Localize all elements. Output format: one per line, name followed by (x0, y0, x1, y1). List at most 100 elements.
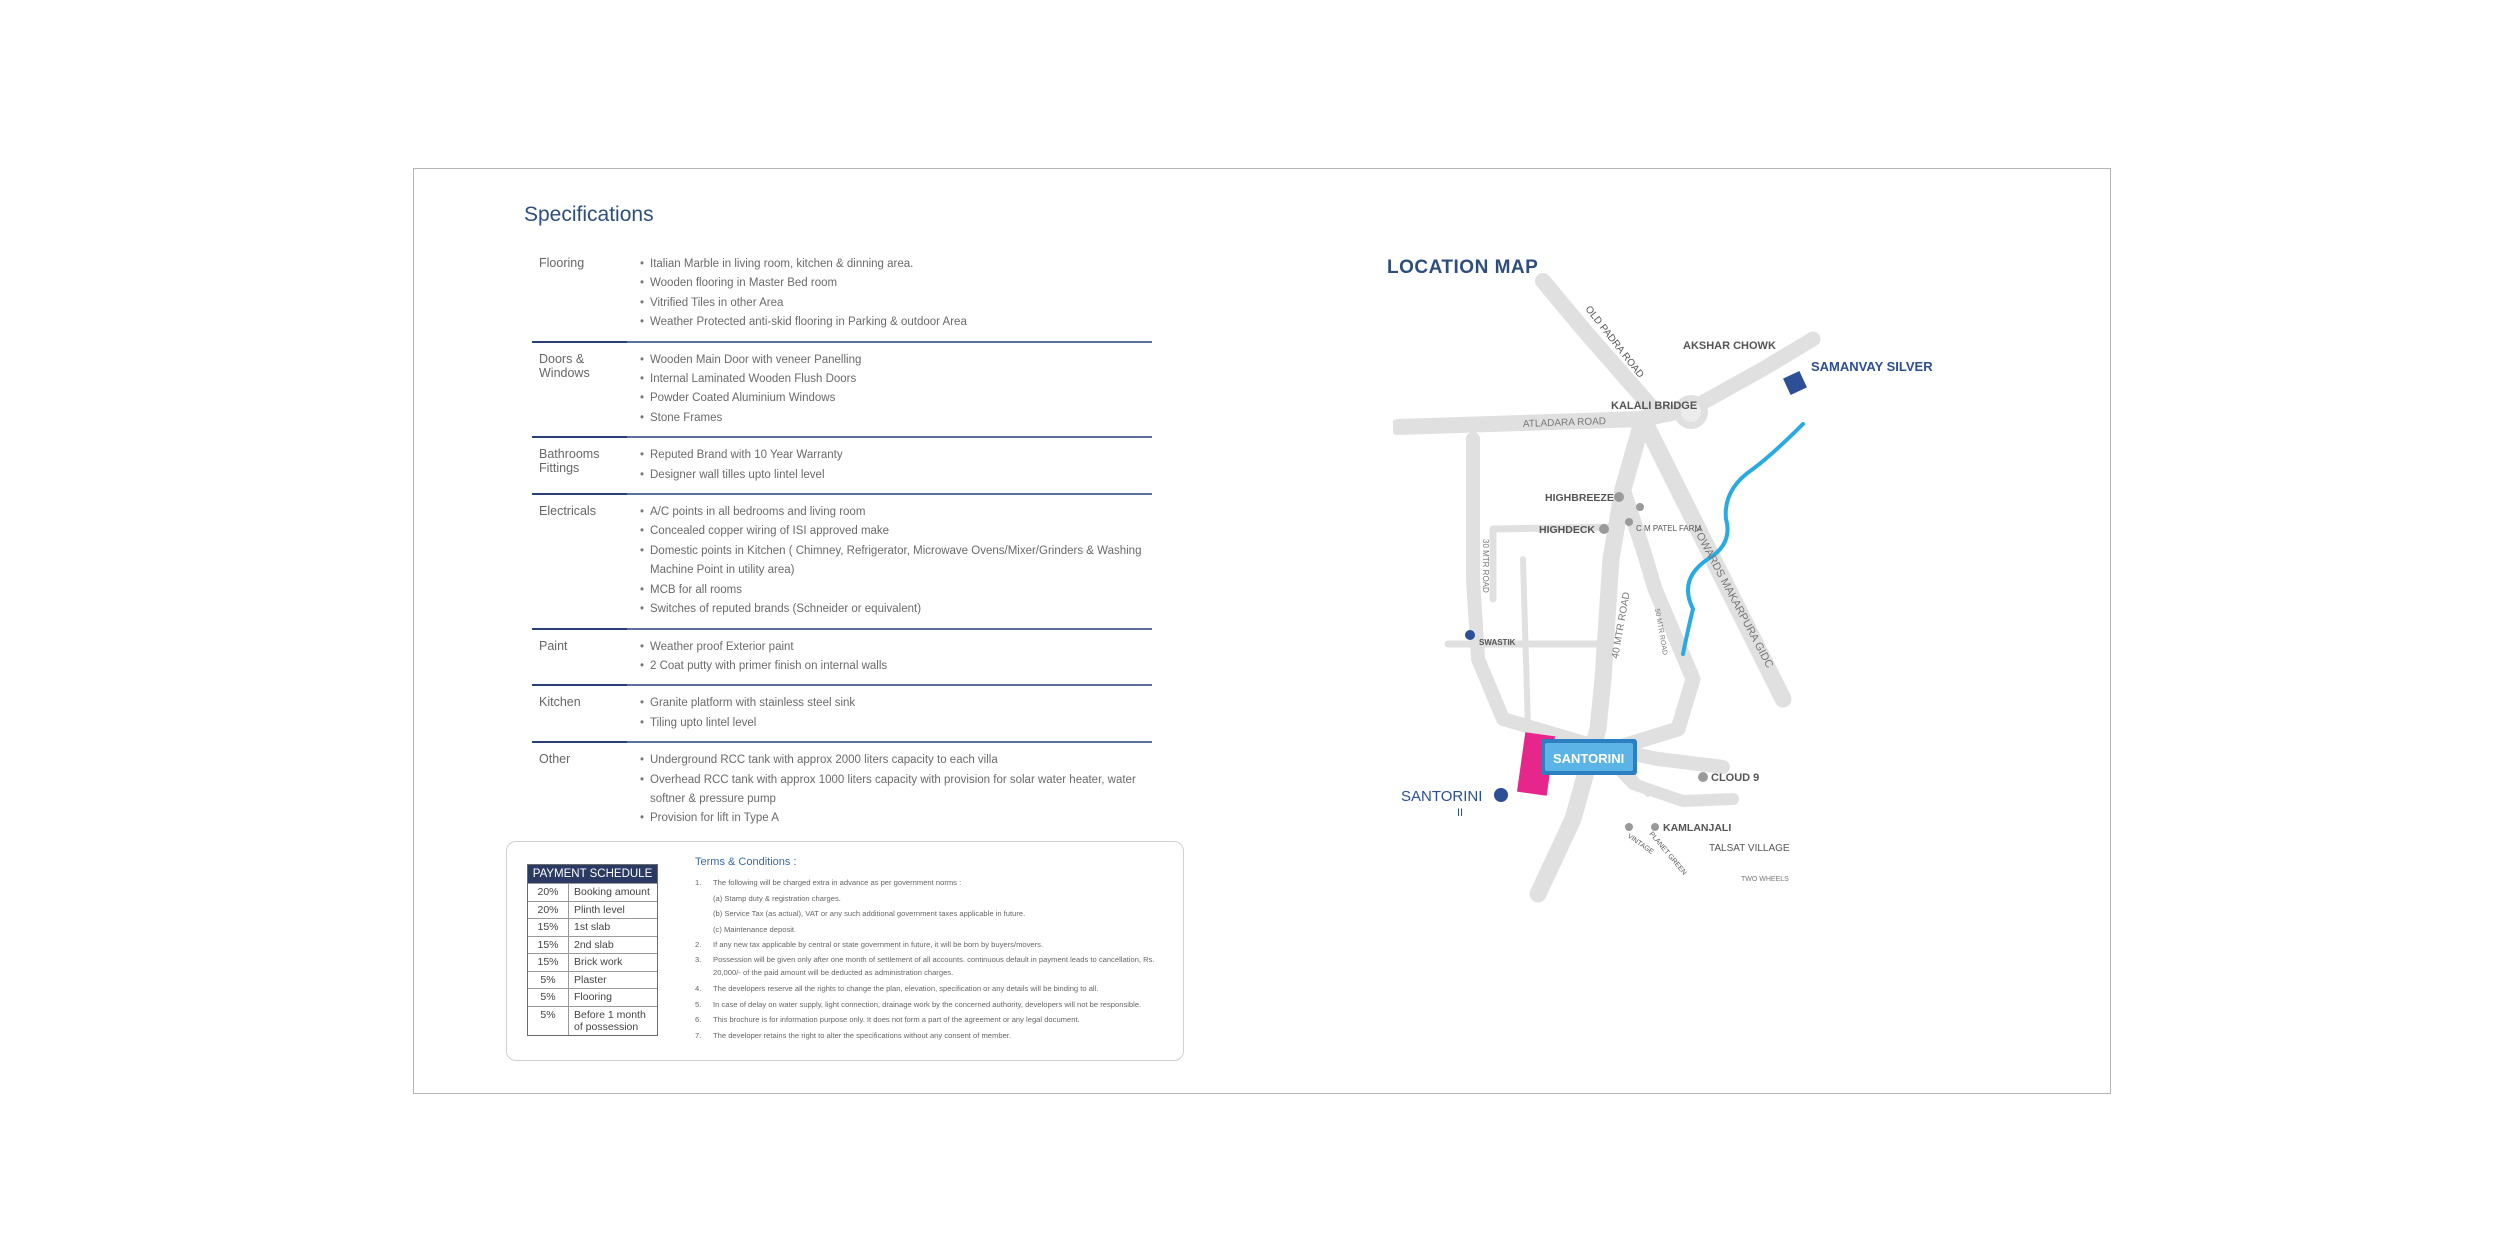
spec-item: Provision for lift in Type A (640, 809, 1150, 829)
payment-stage: 1st slab (574, 921, 611, 933)
kamlanjali-label: KAMLANJALI (1663, 822, 1731, 834)
spec-item: Underground RCC tank with approx 2000 li… (640, 751, 1150, 771)
term-text: (b) Service Tax (as actual), VAT or any … (713, 909, 1026, 919)
term-number: 7. (695, 1030, 702, 1040)
towards-makarpura-label: TOWARDS MAKARPURA GIDC (1690, 525, 1775, 670)
kalali-bridge-label: KALALI BRIDGE (1611, 400, 1697, 412)
term-text: The following will be charged extra in a… (713, 878, 962, 887)
payment-row: 5%Before 1 month of possession (528, 1005, 657, 1035)
spec-item: MCB for all rooms (640, 581, 1150, 601)
spec-item: Wooden flooring in Master Bed room (640, 274, 1150, 294)
payment-row: 15% 1st slab (528, 918, 657, 936)
spec-row-divider (532, 627, 627, 630)
payment-row: 20%Booking amount (528, 883, 657, 901)
swastik-label: SWASTIK (1479, 638, 1516, 647)
spec-row: Other Underground RCC tank with approx 20… (532, 741, 1152, 837)
old-padra-road (1535, 273, 1661, 417)
spec-items: A/C points in all bedrooms and living ro… (640, 503, 1150, 620)
towards-makarpura-road (1634, 410, 1792, 708)
payment-percent: 15% (528, 919, 569, 936)
spec-items: Italian Marble in living room, kitchen &… (640, 255, 1150, 333)
payment-schedule-title: PAYMENT SCHEDULE (528, 865, 657, 883)
spec-row-divider (532, 684, 627, 687)
santorini-ii-label: SANTORINI (1401, 788, 1482, 805)
spec-category: Flooring (539, 256, 585, 270)
payment-row: 20%Plinth level (528, 900, 657, 918)
spec-item: Overhead RCC tank with approx 1000 liter… (640, 771, 1150, 810)
payment-percent: 5% (528, 1006, 569, 1035)
payment-row: 5%Plaster (528, 970, 657, 988)
term-number: 2. (695, 940, 702, 950)
payment-percent: 5% (528, 989, 569, 1006)
term-item: (b) Service Tax (as actual), VAT or any … (695, 906, 1165, 922)
term-text: Possession will be given only after one … (713, 954, 1155, 977)
vintage-dot (1625, 823, 1633, 831)
payment-row: 15%Brick work (528, 953, 657, 971)
term-item: (c) Maintenance deposit. (695, 922, 1165, 938)
spec-item: Designer wall tilles upto lintel level (640, 466, 1150, 486)
term-item: 7.The developer retains the right to alt… (695, 1028, 1165, 1044)
highbreeze-dot (1614, 492, 1624, 502)
talsat-village-label: TALSAT VILLAGE (1709, 843, 1790, 854)
payment-percent: 5% (528, 971, 569, 988)
thirty-mtr-road (1466, 432, 1730, 774)
term-number: 6. (695, 1015, 702, 1025)
payment-percent: 20% (528, 884, 569, 901)
spec-row-divider (532, 493, 627, 496)
spec-item: Reputed Brand with 10 Year Warranty (640, 446, 1150, 466)
term-item: 2. If any new tax applicable by central o… (695, 937, 1165, 953)
specifications-table: Flooring Italian Marble in living room, k… (532, 255, 1152, 837)
santorini-ii-dot (1494, 788, 1508, 802)
term-text: In case of delay on water supply, light … (713, 999, 1142, 1009)
santorini-logo-label: SANTORINI (1553, 751, 1624, 766)
spec-items: Underground RCC tank with approx 2000 li… (640, 751, 1150, 829)
spec-row: Doors & Windows Wooden Main Door with ven… (532, 340, 1152, 437)
spec-item: Italian Marble in living room, kitchen &… (640, 255, 1150, 275)
term-number: 1. (695, 878, 702, 887)
location-map-title: LOCATION MAP (1387, 257, 1539, 278)
term-number: 3. (695, 954, 702, 964)
spec-category: Doors & Windows (539, 351, 590, 380)
payment-stage: 2nd slab (574, 938, 614, 951)
road-to-samanvay (1683, 331, 1821, 417)
term-item: 3. Possession will be given only after on… (695, 953, 1165, 979)
spec-items: Weather proof Exterior paint2 Coat putty… (640, 638, 1150, 677)
spec-row: ElectricalsA/C points in all bedrooms an… (532, 493, 1152, 627)
spec-item: Switches of reputed brands (Schneider or… (640, 600, 1150, 620)
spec-item: Concealed copper wiring of ISI approved … (640, 522, 1150, 542)
payment-row: 5% Flooring (528, 988, 657, 1006)
term-text: If any new tax applicable by central or … (713, 940, 1044, 950)
santorini-roman-ii: II (1457, 807, 1463, 819)
payment-percent: 15% (528, 936, 569, 953)
cloud9-dot (1698, 772, 1708, 782)
spec-item: Powder Coated Aluminium Windows (640, 389, 1150, 409)
term-item: 6.This brochure is for information purpo… (695, 1012, 1165, 1028)
term-number: 5. (695, 999, 702, 1009)
akshar-chowk-label: AKSHAR CHOWK (1683, 340, 1776, 352)
spec-items: Reputed Brand with 10 Year WarrantyDesig… (640, 446, 1150, 485)
terms-list: 1. The following will be charged extra in… (695, 875, 1165, 1043)
cm-patel-dot (1625, 518, 1633, 526)
spec-row: PaintWeather proof Exterior paint2 Coat … (532, 627, 1152, 685)
spec-items: Granite platform with stainless steel si… (640, 694, 1150, 733)
terms-title: Terms & Conditions : (695, 856, 797, 868)
spec-category: Other (539, 752, 571, 767)
spec-item: Stone Frames (640, 409, 1150, 429)
two-wheels-label: TWO WHEELS (1741, 876, 1789, 883)
term-number: 4. (695, 983, 702, 993)
spec-item: Domestic points in Kitchen ( Chimney, Re… (640, 542, 1150, 581)
term-text: The developers reserve all the rights to… (713, 983, 1099, 993)
term-item: 5. In case of delay on water supply, ligh… (695, 997, 1165, 1013)
kamlanjali-dot (1651, 823, 1659, 831)
spec-items: Wooden Main Door with veneer PanellingIn… (640, 351, 1150, 429)
cloud9-label: CLOUD 9 (1711, 772, 1759, 784)
atladara-road-label: ATLADARA ROAD (1523, 416, 1607, 430)
highdeck-label: HIGHDECK (1539, 524, 1595, 536)
spec-item: Granite platform with stainless steel si… (640, 694, 1150, 714)
payment-percent: 15% (528, 954, 569, 971)
payment-stage: Flooring (574, 991, 612, 1003)
river (1681, 422, 1805, 656)
inner-road-loop (1489, 523, 1619, 603)
spec-item: Weather Protected anti-skid flooring in … (640, 313, 1150, 333)
term-text: (c) Maintenance deposit. (713, 924, 797, 934)
